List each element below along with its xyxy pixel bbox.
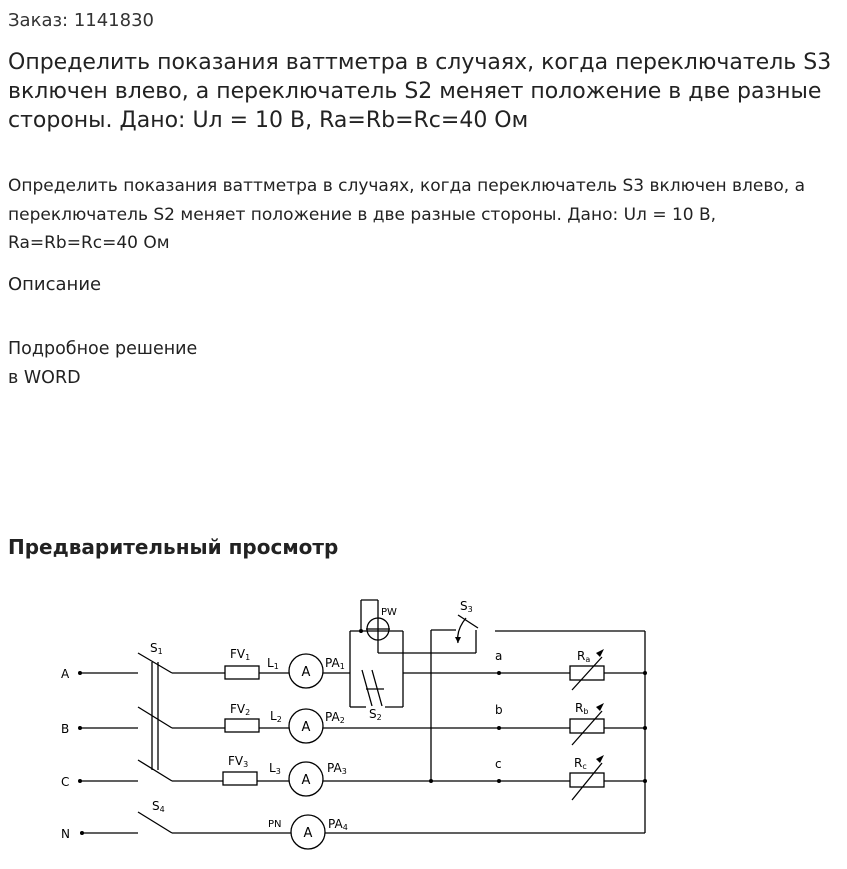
switch-s2-blade-1 (361, 669, 373, 707)
section-description-heading: Описание (8, 274, 102, 295)
ammeter-pa1-symbol: A (302, 665, 311, 680)
resistor-rc (569, 772, 605, 788)
switch-s1-blade-b (137, 706, 173, 729)
label-pn: PN (268, 819, 282, 830)
label-s4: S4 (152, 799, 165, 814)
switch-s1-blade-c (137, 759, 173, 782)
solution-line-2: в WORD (8, 368, 81, 388)
label-l2: L2 (270, 709, 282, 724)
label-fv3: FV3 (228, 754, 248, 769)
label-pw: PW (381, 607, 397, 618)
switch-s2-blade-2 (371, 669, 383, 707)
label-rb: Rb (575, 701, 588, 716)
ammeter-pa3 (288, 761, 324, 797)
label-rc: Rc (574, 756, 587, 771)
label-fv1: FV1 (230, 647, 250, 662)
node-a: a (495, 649, 502, 663)
order-number: Заказ: 1141830 (8, 10, 154, 31)
fuse-fv2 (224, 718, 260, 733)
ammeter-pa2 (288, 708, 324, 744)
node-b: b (495, 703, 503, 717)
task-description: Определить показания ваттметра в случаях… (8, 176, 805, 253)
ammeter-pa3-symbol: A (302, 773, 311, 788)
fuse-fv1 (224, 665, 260, 680)
label-pa1: PA1 (325, 656, 345, 671)
page-title: Определить показания ваттметра в случаях… (8, 50, 832, 133)
ammeter-pa2-symbol: A (302, 720, 311, 735)
switch-s1-blade-a (137, 652, 173, 674)
label-pa4: PA4 (328, 817, 348, 832)
circuit-diagram: A B C N S1 S2 S3 S4 FV1 FV2 FV3 L1 L2 L3… (61, 599, 647, 850)
terminal-c: C (61, 775, 69, 789)
terminal-a: A (61, 667, 70, 681)
resistor-rb (569, 718, 605, 734)
solution-line-1: Подробное решение (8, 339, 198, 359)
terminal-b: B (61, 722, 69, 736)
ammeter-pa1 (288, 653, 324, 689)
ammeter-pa4 (290, 814, 326, 850)
label-s1: S1 (150, 641, 163, 656)
switch-s3-blade (457, 614, 479, 629)
label-pa3: PA3 (327, 761, 347, 776)
label-s2: S2 (369, 707, 382, 722)
label-ra: Ra (577, 649, 590, 664)
node-c: c (495, 757, 502, 771)
ammeter-pa4-symbol: A (304, 826, 313, 841)
label-pa2: PA2 (325, 710, 345, 725)
label-s3: S3 (460, 599, 473, 614)
switch-s4-blade (137, 811, 173, 834)
terminal-n: N (61, 827, 70, 841)
label-l3: L3 (269, 761, 281, 776)
label-l1: L1 (267, 656, 279, 671)
preview-heading: Предварительный просмотр (8, 535, 339, 559)
fuse-fv3 (222, 771, 258, 786)
solution-note: Подробное решение в WORD (8, 335, 197, 393)
label-fv2: FV2 (230, 702, 250, 717)
